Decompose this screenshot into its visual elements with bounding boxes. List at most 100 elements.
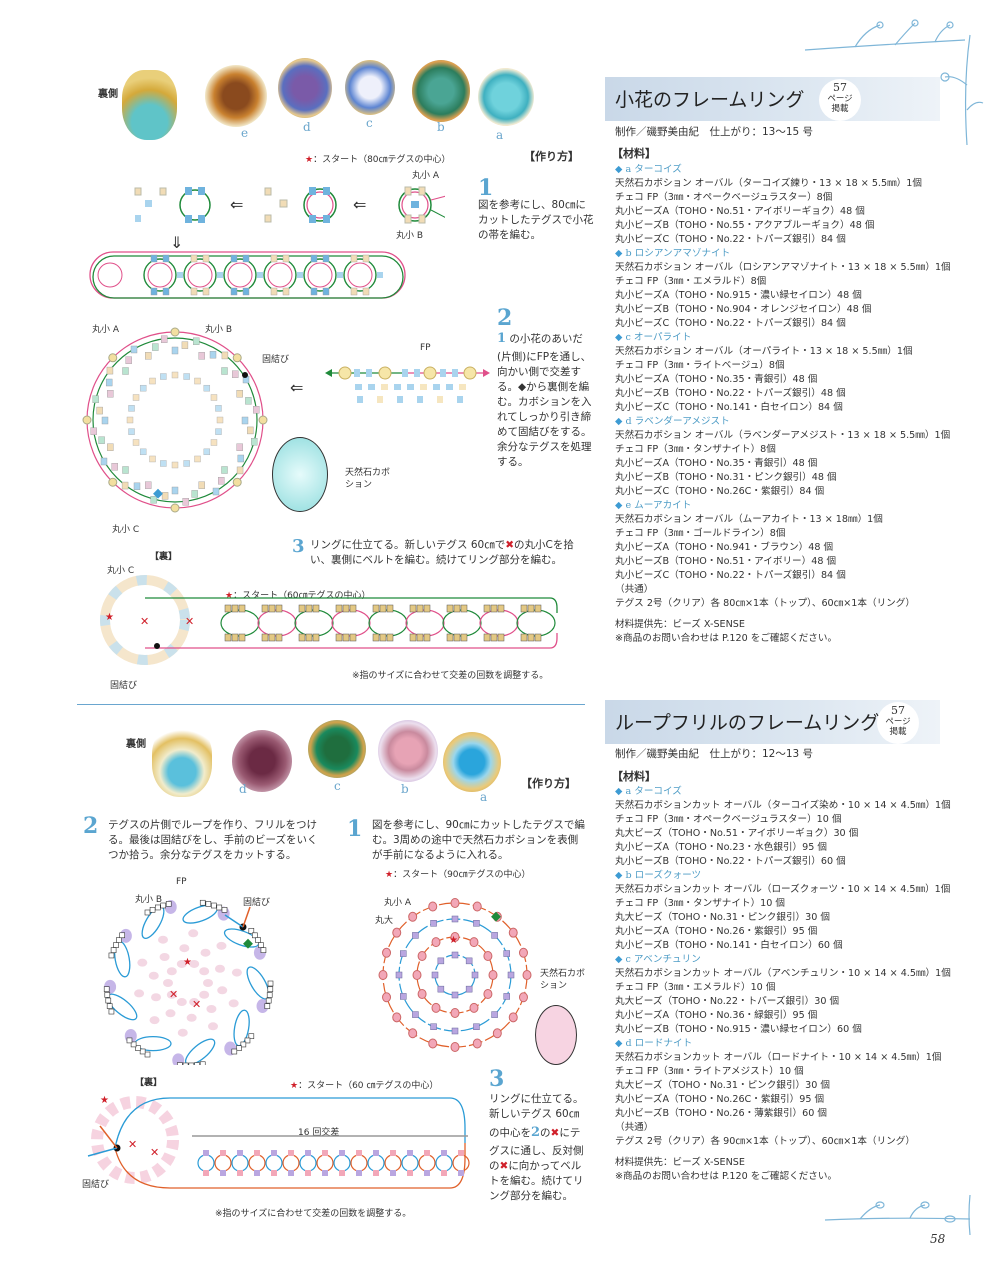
bead xyxy=(181,341,189,349)
label-ring-maru-a: 丸小 A xyxy=(92,325,120,335)
material-item: 丸小ビーズC（TOHO・No.141・白セイロン）84 個 xyxy=(615,402,843,413)
bead xyxy=(166,967,177,976)
bead xyxy=(176,959,187,968)
loop-line xyxy=(416,936,494,1014)
material-group-header: ◆ c オーパライト xyxy=(615,331,955,345)
cross-icon: ✕ xyxy=(169,988,178,1001)
material-item: 天然石カボション オーバル（ムーアカイト・13 × 18㎜）1個 xyxy=(615,514,883,525)
bead xyxy=(428,1038,438,1049)
fp-bead xyxy=(119,928,132,943)
bead xyxy=(260,947,267,954)
bead xyxy=(416,604,424,613)
bead xyxy=(149,906,156,913)
bead xyxy=(177,1028,188,1037)
step-1-text: 図を参考にし、80㎝にカットしたテグスで小花の帯を編む。 xyxy=(478,199,594,241)
loop-line xyxy=(282,1154,300,1172)
bead xyxy=(428,901,438,912)
material-item: 丸小ビーズB（TOHO・No.55・アクアブルーギョク）48 個 xyxy=(615,220,875,231)
photo-label-a: a xyxy=(496,128,504,142)
ring-photo-d xyxy=(278,58,332,118)
photo-label-c: c xyxy=(366,116,373,130)
bead xyxy=(189,998,200,1007)
bead xyxy=(212,487,220,496)
bead xyxy=(194,1062,200,1065)
bead xyxy=(202,287,210,296)
bead xyxy=(390,1170,396,1176)
fp-bead xyxy=(108,353,118,363)
step-3-text-b: の xyxy=(540,1127,551,1139)
label-ring-maru-c: 丸小 C xyxy=(112,525,140,535)
bead xyxy=(339,1150,345,1156)
bead xyxy=(90,427,97,435)
bead xyxy=(101,416,109,425)
bead xyxy=(534,633,542,642)
bead xyxy=(253,406,260,414)
badge-line1: ページ xyxy=(885,717,911,727)
bead xyxy=(451,915,459,923)
diamond-icon: ◆ xyxy=(615,248,623,259)
bead xyxy=(236,1045,242,1051)
bead xyxy=(305,1150,311,1156)
bead xyxy=(105,378,113,387)
bead xyxy=(183,373,190,380)
bead xyxy=(159,952,170,961)
material-item: 丸小ビーズA（TOHO・No.23・水色銀引）95 個 xyxy=(615,842,827,853)
bead xyxy=(416,633,424,642)
label-belt-knot: 固結び xyxy=(110,681,138,691)
section1-credit: 制作／磯野美由紀 仕上がり：13～15 号 xyxy=(615,126,814,138)
bead xyxy=(176,998,187,1007)
bead xyxy=(254,1170,260,1176)
bead xyxy=(160,460,167,467)
bead xyxy=(217,986,228,995)
material-item: チェコ FP（3㎜・ライトベージュ）8個 xyxy=(615,360,785,371)
bead xyxy=(465,985,473,993)
cross-icon: ✕ xyxy=(185,615,194,628)
bead xyxy=(162,254,170,263)
bead xyxy=(161,335,168,343)
loop-line xyxy=(220,609,260,637)
bead xyxy=(121,481,129,490)
bead xyxy=(268,633,276,642)
label-16-crossings: 16 回交差 xyxy=(298,1128,340,1138)
material-item: 丸小ビーズB（TOHO・No.31・ピンク銀引）48 個 xyxy=(615,472,837,483)
bead xyxy=(288,1150,294,1156)
loop-line xyxy=(265,1154,283,1172)
diamond-icon: ◆ xyxy=(615,416,623,427)
material-item: 丸小ビーズB（TOHO・No.915・濃い緑セイロン）60 個 xyxy=(615,1024,862,1035)
bead xyxy=(520,633,528,642)
bead xyxy=(508,1012,518,1023)
bead xyxy=(356,1150,362,1156)
bead xyxy=(231,604,239,613)
bead xyxy=(355,384,362,390)
material-group-header: ◆ d ラベンダーアメジスト xyxy=(615,415,955,429)
badge-number: 57 xyxy=(833,81,847,94)
bead xyxy=(128,405,135,412)
photo-back-label: 裏側 xyxy=(98,89,118,100)
bead xyxy=(453,633,461,642)
material-item: 天然石カボションカット オーバル（ローズクォーツ・10 × 14 × 4.5㎜）… xyxy=(615,884,951,895)
bead xyxy=(450,1008,460,1018)
label-maru-b: 丸小 B xyxy=(135,895,163,905)
bead xyxy=(373,1150,379,1156)
material-item: 丸小ビーズA（TOHO・No.26C・紫銀引）95 個 xyxy=(615,1094,825,1105)
bead xyxy=(221,466,228,474)
bead xyxy=(312,604,320,613)
bead xyxy=(534,604,542,613)
loop-line xyxy=(197,1154,215,1172)
material-item: チェコ FP（3㎜・オペークベージュラスター）10 個 xyxy=(615,814,842,825)
bead xyxy=(430,1023,437,1030)
bead xyxy=(335,633,343,642)
bead xyxy=(122,466,129,474)
bead xyxy=(412,970,422,980)
step-3-text-d: に向かってベルトを編む。続けてリング部分を編む。 xyxy=(489,1160,584,1202)
bead xyxy=(298,604,306,613)
bead xyxy=(382,947,392,958)
bead xyxy=(420,384,427,390)
step-3-number: 3 xyxy=(292,536,305,557)
material-group-label: d ラベンダーアメジスト xyxy=(625,416,730,427)
bead xyxy=(230,287,238,296)
bead xyxy=(208,1022,218,1031)
material-item: チェコ FP（3㎜・エメラルド）10 個 xyxy=(615,982,776,993)
loop-line xyxy=(227,262,253,288)
bead xyxy=(282,254,290,263)
